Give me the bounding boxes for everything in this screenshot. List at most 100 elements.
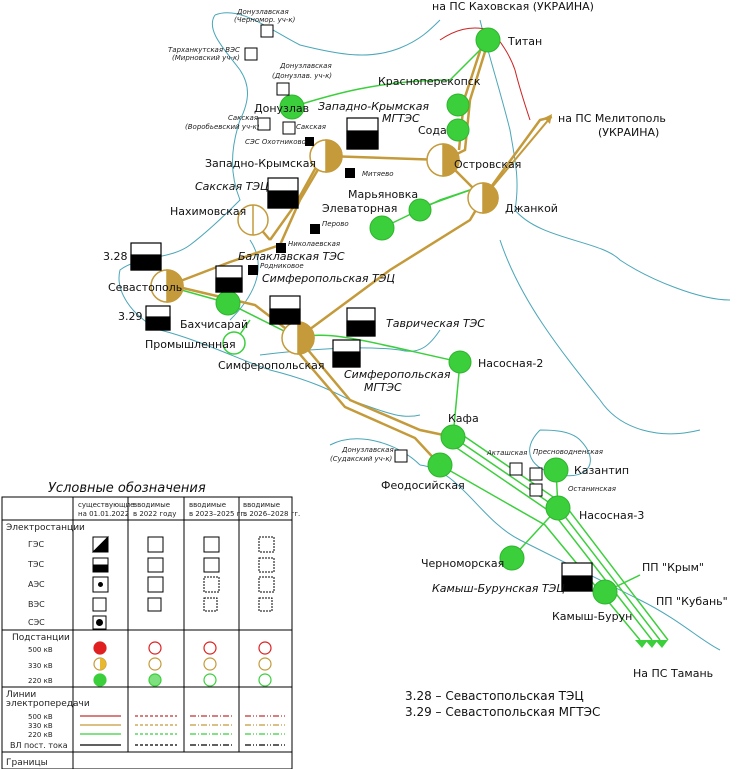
label-legend-line-rows-2: 220 кВ	[28, 731, 53, 739]
label-balaklavskaya: Балаклавская ТЭС	[238, 250, 345, 263]
label-legend-line-rows-3: ВЛ пост. тока	[10, 741, 68, 750]
label-legend-cols-0-0: существующие	[78, 501, 134, 509]
substation-elevatornaya[interactable]	[369, 215, 395, 241]
plant-tavricheskaya[interactable]	[346, 307, 376, 337]
label-small-plants-sak-vor: Сакская	[228, 114, 258, 122]
plant-simf-mgtes[interactable]	[332, 339, 361, 368]
substation-dzhankoy[interactable]	[467, 182, 499, 214]
substation-donuzlav[interactable]	[279, 94, 305, 120]
label-kakhovka: на ПС Каховская (УКРАИНА)	[432, 0, 594, 13]
substation-ostrovskaya[interactable]	[426, 143, 460, 177]
label-legend-plant-rows-2: АЭС	[28, 580, 45, 589]
substation-titan[interactable]	[475, 27, 501, 53]
label-krasnoperekopsk: Красноперекопск	[378, 75, 481, 88]
label-nasosnaya3: Насосная-3	[579, 509, 644, 522]
plant-balaklavskaya[interactable]	[215, 265, 243, 293]
substation-nasosnaya2[interactable]	[448, 350, 472, 374]
substation-krasnoperekopsk[interactable]	[446, 93, 470, 117]
label-legend-sub-rows-2: 220 кВ	[28, 677, 53, 685]
substation-zapadno-krymskaya[interactable]	[309, 139, 343, 173]
plant-simf-tec[interactable]	[269, 295, 301, 325]
label-small-plants-don-chern2: (Черномор. уч-к)	[234, 16, 296, 24]
lines-330kv	[169, 41, 553, 466]
label-melitopol2: (УКРАИНА)	[598, 126, 659, 139]
plant-3-28[interactable]	[130, 242, 162, 271]
label-melitopol: на ПС Мелитополь	[558, 112, 666, 125]
label-small-plants-presnovodnenskaya: Пресноводненская	[533, 448, 603, 456]
thermal-plants	[130, 117, 593, 592]
label-legend-cols-0-1: на 01.01.2022	[78, 510, 129, 518]
label-small-plants-aktashskaya: Акташская	[486, 449, 527, 457]
label-legend-plant-rows-3: ВЭС	[28, 600, 45, 609]
label-pp-kuban: ПП "Кубань"	[656, 595, 728, 608]
label-legend-cols-2-0: вводимые	[189, 501, 226, 509]
label-kazantip: Казантип	[574, 464, 629, 477]
substations-330kv	[150, 139, 499, 355]
label-legend-plant-rows-0: ГЭС	[28, 540, 44, 549]
label-nakhimovskaya: Нахимовская	[170, 205, 246, 218]
label-legend-lines-header2: электропередачи	[6, 699, 90, 709]
label-legend-plant-rows-4: СЭС	[28, 618, 45, 627]
substation-chernomorskaya[interactable]	[499, 545, 525, 571]
label-simf-mgtes: Симферопольская	[344, 368, 451, 381]
label-small-plants-rodnikovoe: Родниковое	[260, 262, 304, 270]
label-soda: Сода	[418, 124, 447, 137]
plant-sakskaya-tec[interactable]	[267, 177, 299, 209]
label-small-plants-tarkhankut: Тарханкутская ВЭС	[168, 46, 240, 54]
plant-kamysh-tec[interactable]	[561, 562, 593, 592]
label-legend-plants-header: Электростанции	[6, 523, 85, 533]
label-small-plants-don-chern: Донузлавская	[236, 8, 289, 16]
plant-zk-mgtes[interactable]	[346, 117, 379, 150]
substation-sevastopol[interactable]	[150, 269, 184, 303]
label-legend-line-rows-0: 500 кВ	[28, 713, 53, 721]
label-zk-mgtes2: МГТЭС	[382, 112, 420, 125]
label-legend-borders-header: Границы	[6, 758, 48, 768]
note-3-28: 3.28 – Севастопольская ТЭЦ	[405, 689, 584, 703]
label-legend-cols-1-1: в 2022 году	[133, 510, 176, 518]
label-small-plants-sak-vor2: (Воробьевский уч-к)	[185, 123, 260, 131]
label-legend-plant-rows-1: ТЭС	[27, 560, 44, 569]
label-kamysh-tec: Камыш-Бурунская ТЭЦ	[432, 582, 565, 595]
substation-nakhimovskaya[interactable]	[237, 204, 269, 236]
label-taman: На ПС Тамань	[633, 667, 713, 680]
substation-kamysh-burun[interactable]	[592, 579, 618, 605]
substation-bakhchisaray[interactable]	[215, 290, 241, 316]
substation-nasosnaya3[interactable]	[545, 495, 571, 521]
substation-kafa[interactable]	[440, 424, 466, 450]
label-ostrovskaya: Островская	[454, 158, 521, 171]
label-nasosnaya2: Насосная-2	[478, 357, 543, 370]
substation-maryanovka[interactable]	[408, 198, 432, 222]
label-simf-tec: Симферопольская ТЭЦ	[262, 272, 395, 285]
label-chernomorskaya: Черноморская	[421, 557, 504, 570]
substation-feodosiyskaya[interactable]	[427, 452, 453, 478]
wind-plant-icons	[244, 24, 543, 497]
label-3-29: 3.29	[118, 310, 143, 323]
label-sakskaya-tec: Сакская ТЭЦ	[195, 180, 269, 193]
label-small-plants-okhotnikovo: СЭС Охотниково	[245, 138, 306, 146]
note-3-29: 3.29 – Севастопольская МГТЭС	[405, 705, 600, 719]
label-zapadno-krymskaya: Западно-Крымская	[205, 157, 316, 170]
label-small-plants-mityaevo: Митяево	[362, 170, 394, 178]
substation-soda[interactable]	[446, 118, 470, 142]
substation-kazantip[interactable]	[543, 457, 569, 483]
label-small-plants-ostaninskaya: Останинская	[568, 485, 616, 493]
label-small-plants-tarkhankut2: (Мирновский уч-к)	[172, 54, 240, 62]
coastline	[118, 12, 731, 651]
label-bakhchisaray: Бахчисарай	[180, 318, 248, 331]
label-zk-mgtes: Западно-Крымская	[318, 100, 429, 113]
label-small-plants-don-sud: Донузлавская	[341, 446, 394, 454]
label-kafa: Кафа	[448, 412, 479, 425]
label-kamysh-burun: Камыш-Бурун	[552, 610, 632, 623]
label-legend-cols-1-0: вводимые	[133, 501, 170, 509]
substation-simferopolskaya[interactable]	[281, 321, 315, 355]
label-donuzlav: Донузлав	[254, 102, 309, 115]
plant-3-29[interactable]	[145, 305, 171, 331]
legend-title: Условные обозначения	[48, 481, 206, 496]
substation-promyshlennaya[interactable]	[222, 331, 246, 355]
label-legend-subs-header: Подстанции	[12, 633, 70, 643]
state-border	[439, 27, 531, 121]
solar-plant-icons	[248, 137, 355, 275]
